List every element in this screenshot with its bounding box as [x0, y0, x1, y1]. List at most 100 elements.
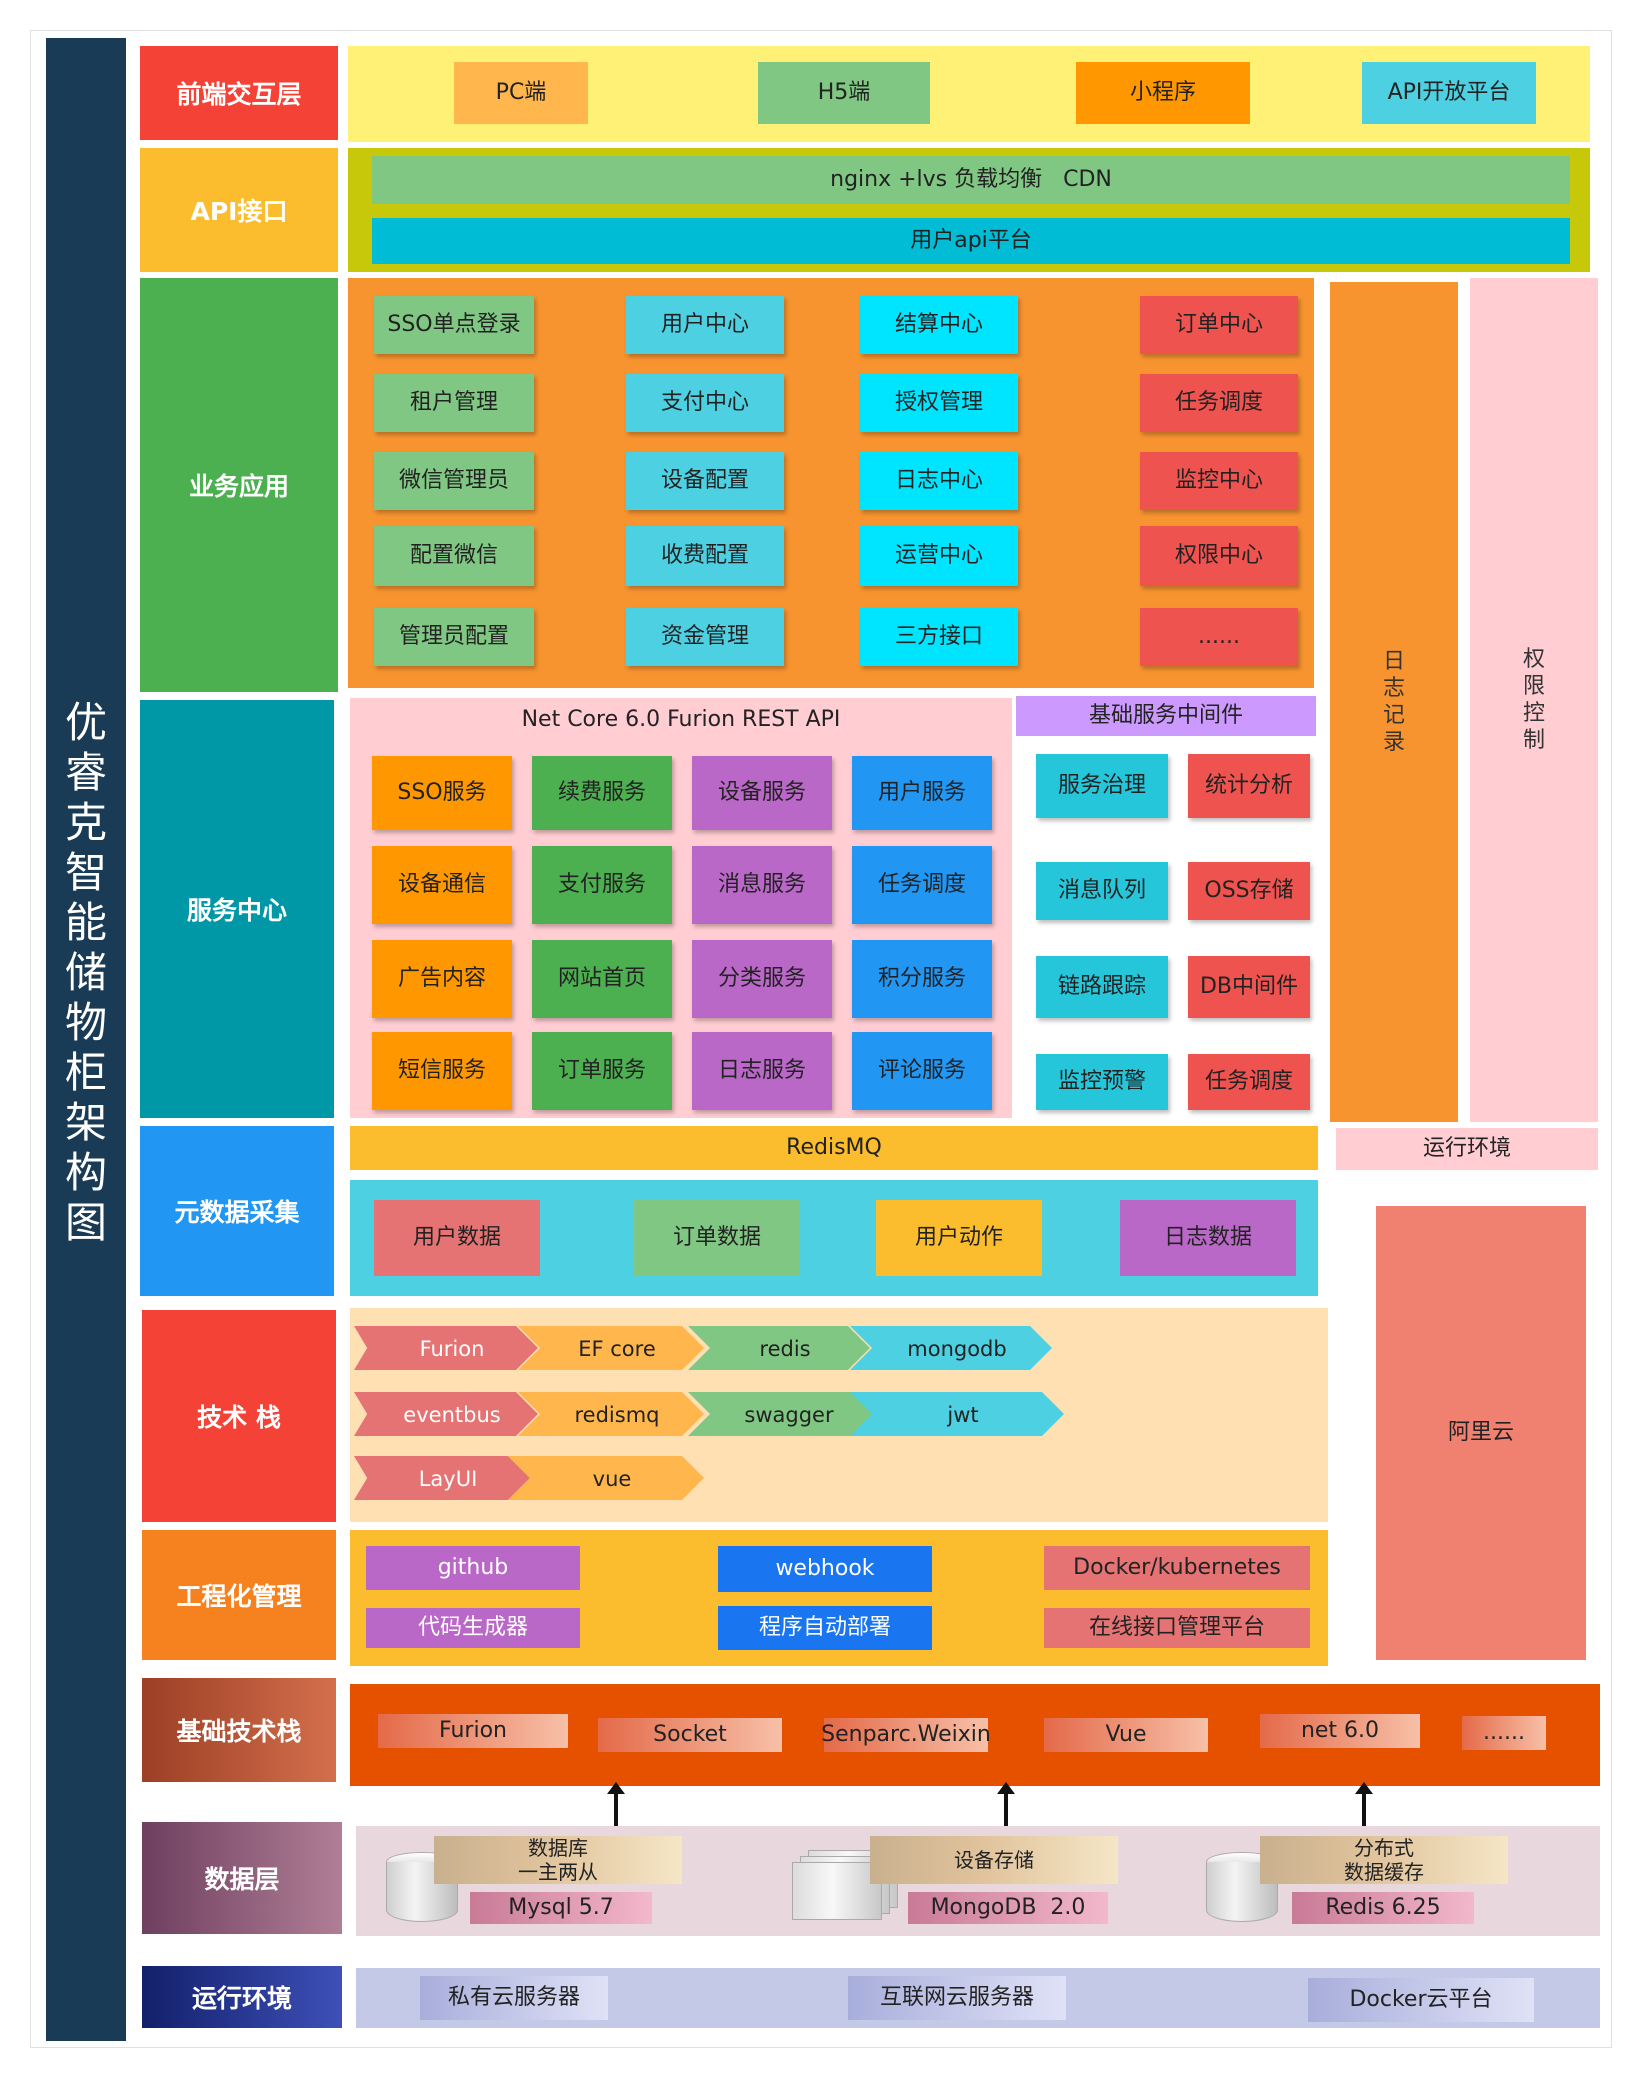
service-item: 消息服务 [692, 846, 832, 924]
tech-chevron [518, 1326, 704, 1370]
tech-chevron [688, 1392, 878, 1436]
service-item: 短信服务 [372, 1032, 512, 1110]
vertical-char: 志 [1382, 676, 1405, 701]
tech-chevron [354, 1326, 538, 1370]
api-user-platform: 用户api平台 [372, 218, 1570, 264]
title-char: 物 [64, 998, 107, 1047]
service-item: 支付服务 [532, 846, 672, 924]
frontend-miniprogram: 小程序 [1076, 62, 1250, 124]
eng-api-manage: 在线接口管理平台 [1044, 1608, 1310, 1648]
outer-frame [30, 30, 1612, 2048]
title-char: 智 [64, 848, 107, 897]
diagram-title: 优睿克智能储物柜架构图 [46, 698, 126, 1248]
title-char: 构 [64, 1148, 107, 1197]
layer-label-service: 服务中心 [140, 700, 334, 1118]
middleware-item: DB中间件 [1188, 956, 1310, 1018]
vertical-char: 录 [1382, 730, 1405, 755]
arrow-1 [607, 1782, 625, 1838]
title-char: 图 [64, 1198, 107, 1247]
metadata-log-data: 日志数据 [1120, 1200, 1296, 1276]
permission-column-text: 权限控制 [1523, 646, 1545, 754]
tech-chevron-label: vue [593, 1467, 632, 1491]
vertical-char: 日 [1382, 649, 1405, 674]
redis-mq-bar: RedisMQ [350, 1126, 1318, 1170]
eng-docker: Docker/kubernetes [1044, 1546, 1310, 1590]
metadata-user-data: 用户数据 [374, 1200, 540, 1276]
business-item: 三方接口 [860, 608, 1018, 666]
business-item: 配置微信 [374, 526, 534, 586]
title-char: 架 [64, 1098, 107, 1147]
business-item: 结算中心 [860, 296, 1018, 354]
frontend-pc: PC端 [454, 62, 588, 124]
tech-chevron-label: mongodb [907, 1337, 1006, 1361]
service-item: 网站首页 [532, 940, 672, 1018]
service-item: 评论服务 [852, 1032, 992, 1110]
log-column: 日志记录 [1330, 282, 1458, 1122]
business-item: 支付中心 [626, 374, 784, 432]
tech-chevron-label: Furion [420, 1337, 485, 1361]
arrow-3 [1355, 1782, 1373, 1838]
business-item: 收费配置 [626, 526, 784, 586]
vertical-char: 记 [1382, 703, 1405, 728]
layer-label-data: 数据层 [142, 1822, 342, 1934]
tech-chevron-label: redismq [575, 1403, 660, 1427]
vertical-char: 限 [1522, 674, 1545, 699]
runtime-docker: Docker云平台 [1308, 1978, 1534, 2022]
layer-label-metadata: 元数据采集 [140, 1126, 334, 1296]
title-bar: 优睿克智能储物柜架构图 [46, 38, 126, 2041]
layer-label-techstack: 技术 栈 [142, 1310, 336, 1522]
service-item: 订单服务 [532, 1032, 672, 1110]
middleware-title: 基础服务中间件 [1016, 696, 1316, 736]
api-nginx: nginx +lvs 负载均衡 CDN [372, 156, 1570, 204]
service-item: 分类服务 [692, 940, 832, 1018]
data-mysql-value: Mysql 5.7 [470, 1892, 652, 1924]
business-item: 监控中心 [1140, 452, 1298, 510]
service-api-title: Net Core 6.0 Furion REST API [521, 706, 841, 732]
service-item: 用户服务 [852, 756, 992, 830]
layer-label-api: API接口 [140, 148, 338, 272]
business-item: ...... [1140, 608, 1298, 666]
basetech-item: Vue [1044, 1718, 1208, 1752]
tech-chevron-label: swagger [744, 1403, 834, 1427]
side-runtime-label: 运行环境 [1336, 1128, 1598, 1170]
data-mongo-label: 设备存储 [870, 1836, 1118, 1884]
eng-auto-deploy: 程序自动部署 [718, 1606, 932, 1650]
tech-chevron [518, 1392, 704, 1436]
tech-chevron-label: LayUI [419, 1467, 478, 1491]
middleware-item: 任务调度 [1188, 1054, 1310, 1110]
middleware-item: 服务治理 [1036, 754, 1168, 818]
business-item: 资金管理 [626, 608, 784, 666]
tech-chevron [688, 1326, 870, 1370]
middleware-item: 链路跟踪 [1036, 956, 1168, 1018]
service-item: 广告内容 [372, 940, 512, 1018]
techstack-chevrons: Furion EF core redis mongodb eventbus redismq… [354, 1326, 1064, 1500]
storage-icon [792, 1862, 882, 1920]
runtime-private-cloud: 私有云服务器 [420, 1976, 608, 2020]
title-char: 优 [64, 698, 107, 747]
tech-chevron [508, 1456, 704, 1500]
data-mongo-value: MongoDB 2.0 [908, 1892, 1108, 1924]
service-item: 设备服务 [692, 756, 832, 830]
tech-chevron-label: redis [759, 1337, 810, 1361]
tech-chevron-label: EF core [578, 1337, 656, 1361]
title-char: 睿 [64, 748, 107, 797]
middleware-item: OSS存储 [1188, 862, 1310, 920]
vertical-char: 制 [1522, 728, 1545, 753]
vertical-char: 权 [1522, 647, 1545, 672]
title-char: 克 [64, 798, 107, 847]
title-char: 能 [64, 898, 107, 947]
business-item: 授权管理 [860, 374, 1018, 432]
arrow-2 [997, 1782, 1015, 1838]
tech-chevron-label: eventbus [403, 1403, 500, 1427]
business-item: 订单中心 [1140, 296, 1298, 354]
basetech-item: net 6.0 [1260, 1714, 1420, 1748]
basetech-item: Socket [598, 1718, 782, 1752]
vertical-char: 控 [1522, 701, 1545, 726]
business-item: 任务调度 [1140, 374, 1298, 432]
cloud-aliyun: 阿里云 [1376, 1206, 1586, 1660]
data-mysql-label: 数据库 一主两从 [434, 1836, 682, 1884]
service-item: 任务调度 [852, 846, 992, 924]
eng-github: github [366, 1546, 580, 1590]
business-item: 微信管理员 [374, 452, 534, 510]
service-item: 日志服务 [692, 1032, 832, 1110]
